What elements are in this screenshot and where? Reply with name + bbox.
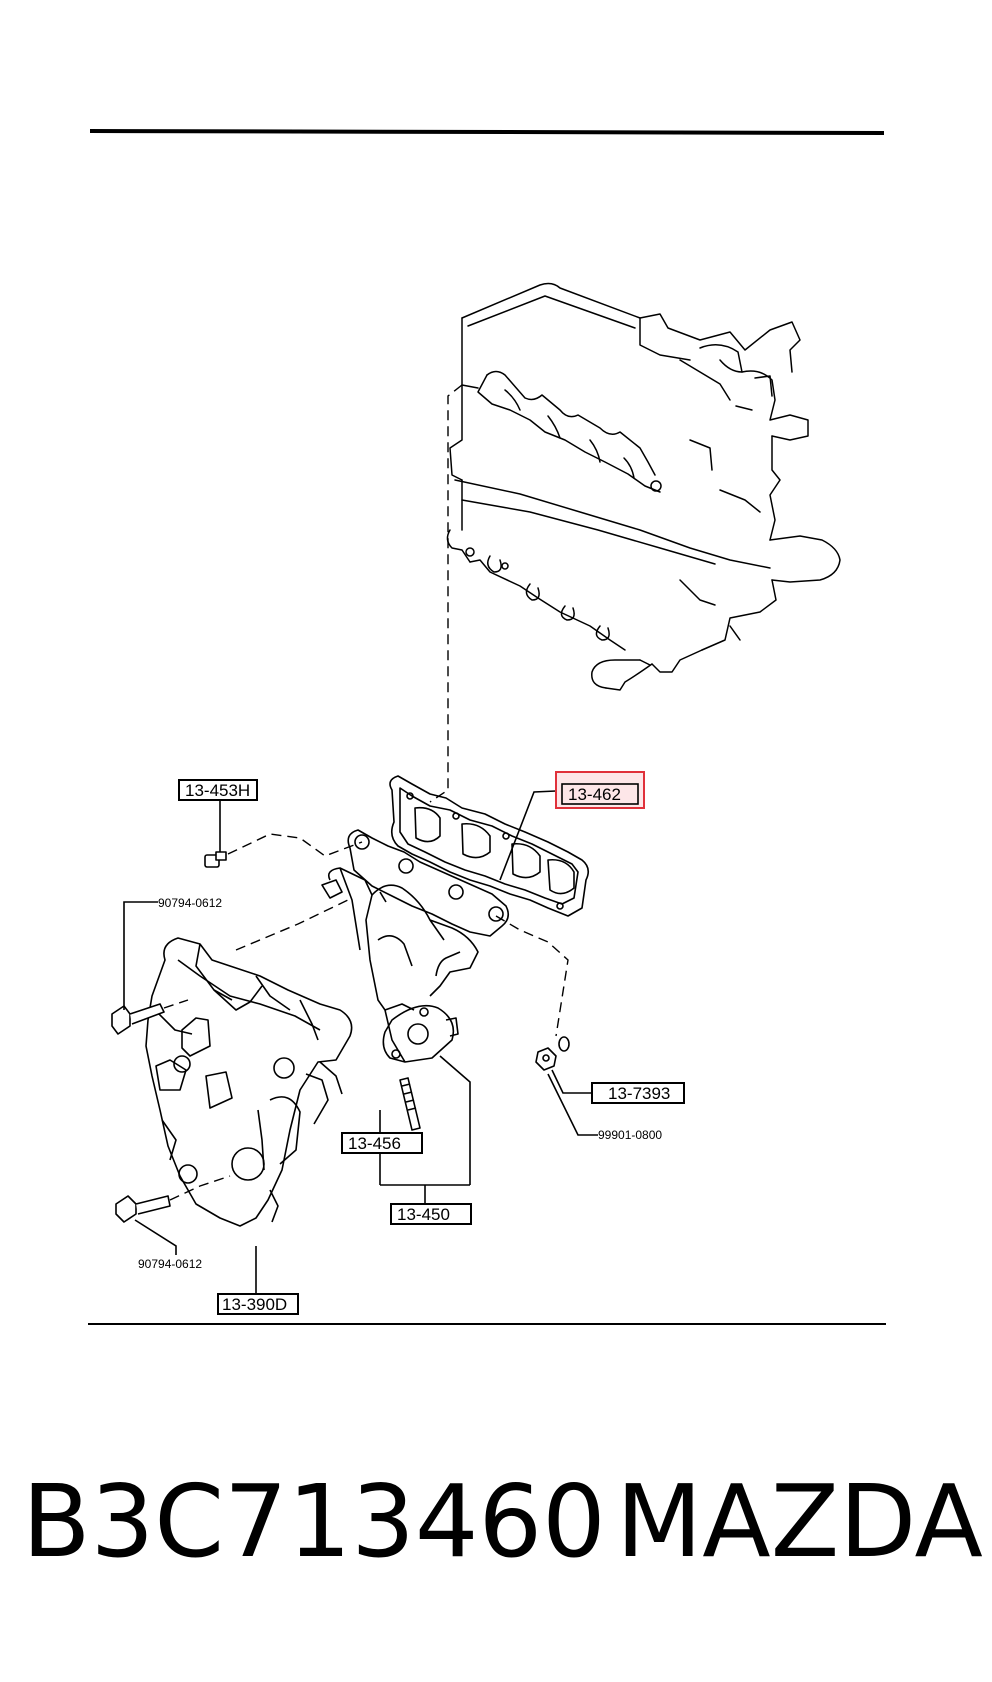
part-label-13-450: 13-450 <box>390 1203 472 1225</box>
washer-13-7393 <box>558 1036 570 1052</box>
bolt-90794-top <box>111 1005 131 1035</box>
bolt-90794-bottom <box>115 1195 137 1223</box>
label-13-453h: 13-453H <box>185 781 250 800</box>
part-label-13-453h: 13-453H <box>178 779 258 801</box>
leader-lines <box>123 790 598 1294</box>
nut-99901 <box>535 1047 557 1071</box>
part-number-text: B3C713460 <box>22 1463 606 1580</box>
plain-label-99901: 99901-0800 <box>598 1128 662 1142</box>
label-90794-0612-bottom: 90794-0612 <box>138 1257 202 1271</box>
label-13-450: 13-450 <box>397 1205 450 1224</box>
brand-text: MAZDA <box>616 1463 983 1580</box>
exhaust-manifold-illustration <box>321 829 510 1063</box>
footer-caption: B3C713460 MAZDA <box>0 1462 992 1602</box>
highlight-box <box>555 771 645 809</box>
part-label-13-456: 13-456 <box>341 1132 423 1154</box>
part-label-13-390d: 13-390D <box>217 1293 299 1315</box>
manifold-gasket-illustration <box>389 775 590 917</box>
label-13-462: 13-462 <box>568 785 621 804</box>
engine-block-illustration <box>446 282 841 691</box>
part-label-13-462: 13-462 <box>555 771 645 809</box>
label-13-390d: 13-390D <box>222 1295 287 1314</box>
label-99901-0800: 99901-0800 <box>598 1128 662 1142</box>
plain-label-90794-bottom: 90794-0612 <box>138 1257 202 1271</box>
part-label-13-7393: 13-7393 <box>591 1082 685 1104</box>
label-13-7393: 13-7393 <box>608 1084 670 1103</box>
plain-label-90794-top: 90794-0612 <box>158 896 222 910</box>
label-90794-0612-top: 90794-0612 <box>158 896 222 910</box>
stud-13-456 <box>399 1077 421 1131</box>
top-rule <box>89 129 885 135</box>
label-13-456: 13-456 <box>348 1134 401 1153</box>
heat-insulator-illustration <box>145 937 353 1227</box>
assembly-dashed-lines <box>163 384 569 1201</box>
